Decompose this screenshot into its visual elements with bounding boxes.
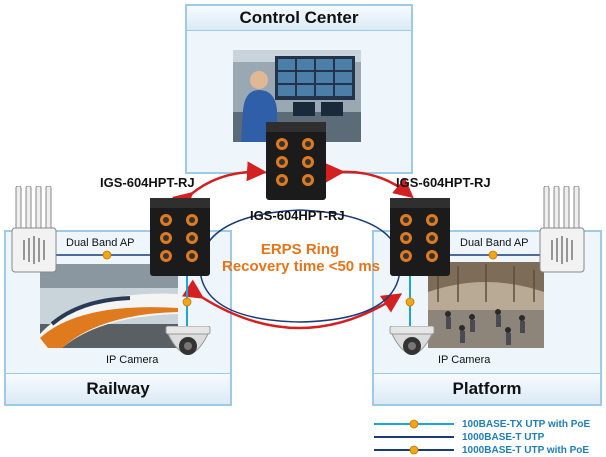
switch-label-right: IGS-604HPT-RJ [396, 175, 491, 190]
ring-arrow-bottom [181, 279, 403, 330]
switch-left [150, 198, 210, 276]
railway-photo [40, 264, 178, 348]
switch-label-top: IGS-604HPT-RJ [250, 208, 345, 223]
platform-photo [428, 262, 544, 348]
camera-right-label: IP Camera [438, 354, 491, 366]
ap-left-label: Dual Band AP [66, 237, 135, 249]
platform-title: Platform [374, 373, 600, 404]
ring-arrow-top-left [172, 161, 267, 213]
ring-title: ERPS Ring [260, 241, 340, 258]
control-center-title: Control Center [187, 6, 411, 31]
railway-title: Railway [6, 373, 230, 404]
ap-right-label: Dual Band AP [460, 237, 529, 249]
legend-item-3: 1000BASE-T UTP with PoE [462, 445, 590, 456]
switch-right [390, 198, 450, 276]
ap-right-icon [539, 186, 585, 273]
camera-left-label: IP Camera [106, 354, 159, 366]
ring-recovery: Recovery time <50 ms [221, 258, 380, 275]
camera-left-icon [165, 326, 211, 355]
switch-label-left: IGS-604HPT-RJ [100, 175, 195, 190]
switch-top [266, 122, 326, 200]
ap-left-icon [11, 186, 57, 273]
legend-item-2: 1000BASE-T UTP [462, 432, 545, 443]
legend-lines [374, 419, 454, 455]
ring-arrow-top-right [324, 162, 414, 199]
legend-item-1: 100BASE-TX UTP with PoE [462, 419, 591, 430]
camera-right-icon [389, 326, 435, 355]
